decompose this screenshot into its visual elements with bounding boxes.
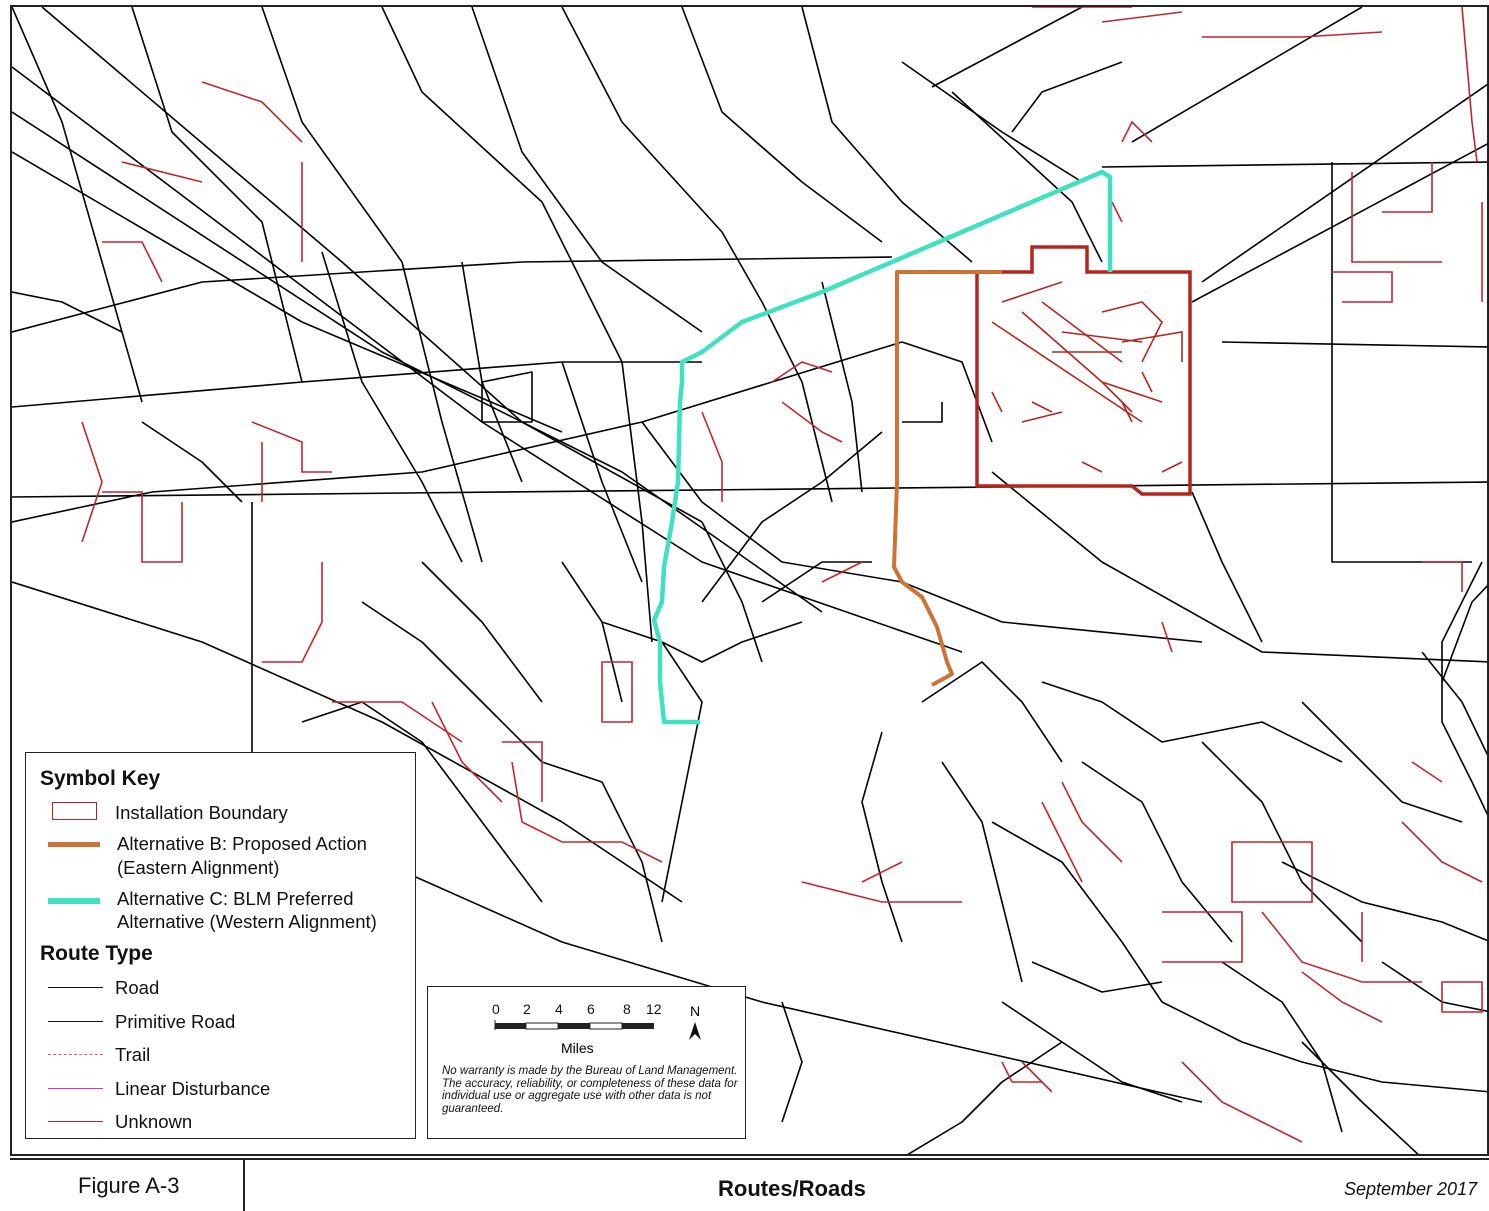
trail-swatch: [48, 1054, 103, 1055]
scale-tick-4: 4: [555, 1001, 563, 1017]
scale-tick-12: 12: [646, 1001, 662, 1017]
map-frame: [10, 5, 1489, 1156]
scale-tick-2: 2: [523, 1001, 531, 1017]
scale-units: Miles: [561, 1040, 594, 1056]
scale-bar-box: 0 2 4 6 8 12 N Miles No warranty is made…: [427, 986, 746, 1139]
figure-label: Figure A-3: [78, 1173, 180, 1198]
alternative-c-route: [651, 169, 1113, 725]
symbol-key-legend: Symbol Key Installation Boundary Alterna…: [25, 752, 416, 1139]
scale-tick-6: 6: [587, 1001, 595, 1017]
figure-cell: Figure A-3: [10, 1160, 245, 1211]
alternative-b-route: [892, 270, 1002, 687]
scale-bar: [494, 1020, 654, 1030]
disclaimer-text: No warranty is made by the Bureau of Lan…: [442, 1065, 738, 1115]
map-date: September 2017: [1344, 1179, 1478, 1199]
north-arrow-icon: [689, 1022, 701, 1040]
unknown-swatch: [48, 1121, 103, 1122]
road-network: [12, 7, 1487, 1154]
installation-boundary: [975, 245, 1192, 496]
north-label: N: [690, 1003, 701, 1019]
installation-boundary-swatch: [52, 802, 97, 820]
route-map[interactable]: [12, 7, 1489, 1156]
symbol-key-title: Symbol Key: [40, 767, 161, 790]
alternative-b-swatch: [48, 842, 100, 847]
legend-primitive-road: Primitive Road: [115, 1011, 236, 1032]
legend-unknown: Unknown: [115, 1111, 193, 1132]
primitive-road-swatch: [48, 1021, 103, 1022]
unknown-routes: [81, 7, 1483, 1143]
installation-streets: [991, 281, 1183, 473]
legend-trail: Trail: [115, 1044, 151, 1065]
legend-alt-b-line1: Alternative B: Proposed Action: [117, 833, 367, 854]
legend-road: Road: [115, 977, 160, 998]
map-title: Routes/Roads: [718, 1176, 866, 1201]
alternative-c-swatch: [48, 898, 100, 904]
route-type-title: Route Type: [40, 942, 153, 965]
scale-tick-8: 8: [623, 1001, 631, 1017]
legend-alt-c-line1: Alternative C: BLM Preferred: [117, 888, 354, 909]
legend-installation-boundary: Installation Boundary: [115, 802, 288, 823]
legend-alt-b-line2: (Eastern Alignment): [117, 857, 280, 878]
legend-alt-c-line2: Alternative (Western Alignment): [117, 911, 377, 932]
road-swatch: [48, 987, 103, 988]
scale-tick-0: 0: [492, 1001, 500, 1017]
figure-footer: Figure A-3 Routes/Roads September 2017: [10, 1158, 1489, 1211]
linear-disturbance-swatch: [48, 1088, 103, 1089]
legend-linear-disturbance: Linear Disturbance: [115, 1078, 271, 1099]
